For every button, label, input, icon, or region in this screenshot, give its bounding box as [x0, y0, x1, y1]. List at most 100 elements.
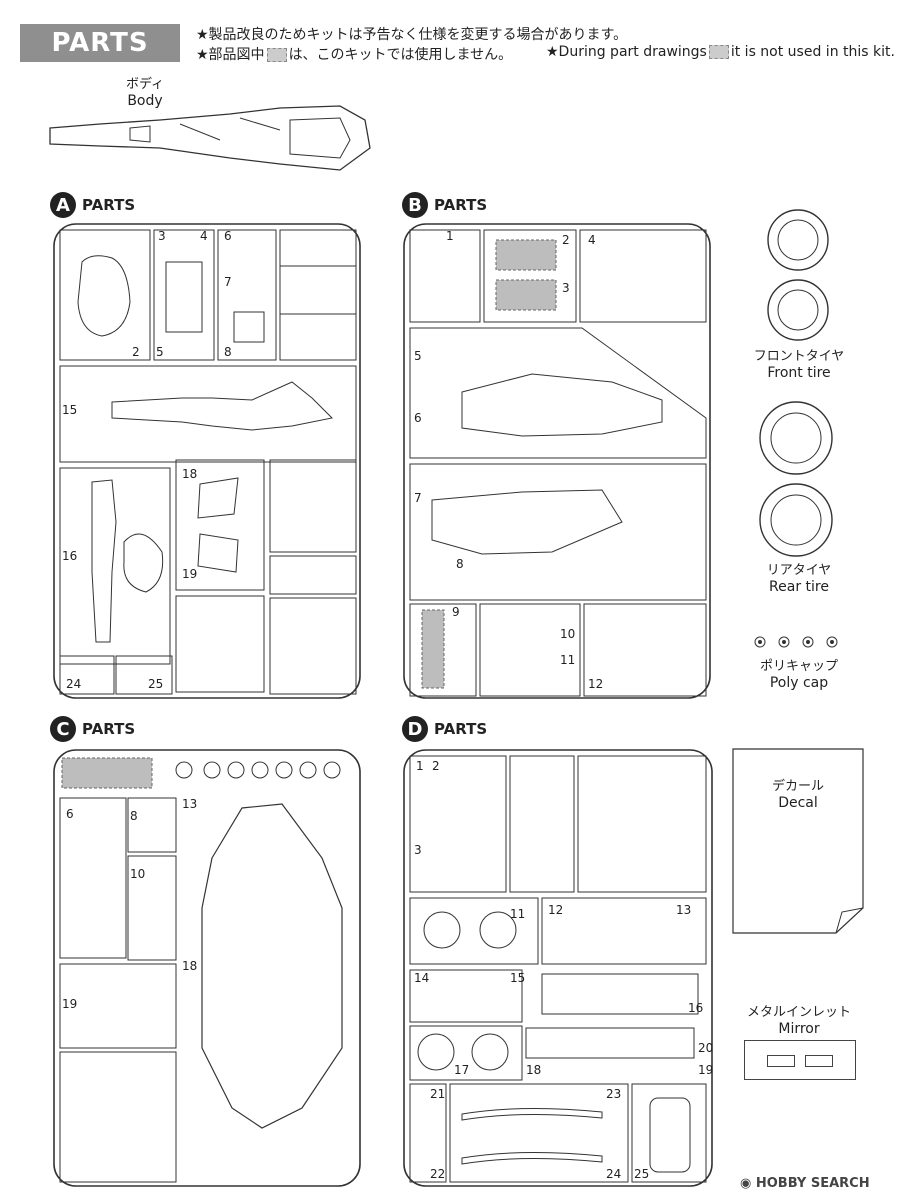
- part-d17: 17: [454, 1063, 469, 1077]
- rear-tire-en: Rear tire: [769, 579, 829, 595]
- part-a24: 24: [66, 677, 81, 691]
- part-b4: 4: [588, 233, 596, 247]
- polycap-en: Poly cap: [769, 675, 829, 691]
- mirror-piece-right: [805, 1055, 833, 1067]
- part-d15: 15: [510, 971, 525, 985]
- part-c19: 19: [62, 997, 77, 1011]
- section-a-title: A PARTS: [50, 192, 135, 218]
- part-a2: 2: [132, 345, 140, 359]
- part-c10: 10: [130, 867, 145, 881]
- polycap-jp: ポリキャップ: [759, 659, 838, 674]
- mirror-label: メタルインレット Mirror: [734, 1004, 864, 1038]
- part-d11: 11: [510, 907, 525, 921]
- part-d13: 13: [676, 903, 691, 917]
- section-b-label: PARTS: [434, 196, 488, 214]
- section-c-letter: C: [50, 716, 76, 742]
- part-a4: 4: [200, 229, 208, 243]
- note-unused-jp-b: は、このキットでは使用しません。: [288, 47, 513, 63]
- unused-swatch-icon: [266, 48, 287, 62]
- part-a5: 5: [156, 345, 164, 359]
- body-label-en: Body: [127, 93, 163, 109]
- part-d25: 25: [634, 1167, 649, 1181]
- part-c13: 13: [182, 797, 197, 811]
- part-d12: 12: [548, 903, 563, 917]
- front-tires: [767, 209, 829, 341]
- note-spec-change: ★製品改良のためキットは予告なく仕様を変更する場合があります。: [196, 27, 628, 43]
- part-c18: 18: [182, 959, 197, 973]
- front-tire-jp: フロントタイヤ: [753, 349, 845, 364]
- front-tire-label: フロントタイヤ Front tire: [744, 348, 854, 382]
- body-drawing: [49, 105, 371, 171]
- sprue-a: 2 3 4 5 6 7 8 15 16 18 19 24 25: [53, 223, 361, 699]
- watermark-text: HOBBY SEARCH: [755, 1176, 870, 1191]
- part-a8: 8: [224, 345, 232, 359]
- rear-tire-jp: リアタイヤ: [766, 563, 832, 578]
- decal-en: Decal: [778, 795, 818, 811]
- part-d16: 16: [688, 1001, 703, 1015]
- decal-label: デカール Decal: [748, 778, 848, 812]
- mirror-jp: メタルインレット: [746, 1005, 851, 1020]
- rear-tires: [759, 401, 833, 557]
- part-a25: 25: [148, 677, 163, 691]
- mirror-en: Mirror: [778, 1021, 820, 1037]
- note-unused-jp: ★部品図中 は、このキットでは使用しません。: [196, 44, 512, 64]
- part-d2: 2: [432, 759, 440, 773]
- part-d19: 19: [698, 1063, 713, 1077]
- part-b9: 9: [452, 605, 460, 619]
- section-b-letter: B: [402, 192, 428, 218]
- part-b6: 6: [414, 411, 422, 425]
- part-d22: 22: [430, 1167, 445, 1181]
- part-d18: 18: [526, 1063, 541, 1077]
- part-b7: 7: [414, 491, 422, 505]
- part-a16: 16: [62, 549, 77, 563]
- part-d23: 23: [606, 1087, 621, 1101]
- mirror-piece-left: [767, 1055, 795, 1067]
- section-a-label: PARTS: [82, 196, 136, 214]
- section-d-letter: D: [402, 716, 428, 742]
- note-unused-jp-a: ★部品図中: [196, 47, 265, 63]
- note-unused-en: ★During part drawings it is not used in t…: [546, 44, 895, 60]
- sprue-c: 6 8 10 19 13 18: [53, 749, 361, 1187]
- part-d20: 20: [698, 1041, 713, 1055]
- part-b1: 1: [446, 229, 454, 243]
- polycap-drawing: [754, 636, 838, 648]
- part-c6: 6: [66, 807, 74, 821]
- decal-jp: デカール: [771, 779, 824, 794]
- watermark-logo-icon: ◉: [740, 1176, 756, 1191]
- decal-sheet: [732, 748, 864, 934]
- watermark: ◉ HOBBY SEARCH: [740, 1176, 870, 1191]
- body-label-jp: ボディ: [125, 77, 165, 92]
- part-d1: 1: [416, 759, 424, 773]
- section-b-title: B PARTS: [402, 192, 487, 218]
- part-b12: 12: [588, 677, 603, 691]
- part-d14: 14: [414, 971, 429, 985]
- part-d24: 24: [606, 1167, 621, 1181]
- note-unused-en-b: it is not used in this kit.: [730, 44, 895, 60]
- part-b5: 5: [414, 349, 422, 363]
- sprue-d: 1 2 3 11 12 13 14 15 16 17 18 19 20 21 2…: [403, 749, 713, 1187]
- section-a-letter: A: [50, 192, 76, 218]
- note-unused-en-a: ★During part drawings: [546, 44, 707, 60]
- section-c-label: PARTS: [82, 720, 136, 738]
- rear-tire-label: リアタイヤ Rear tire: [744, 562, 854, 596]
- part-b2: 2: [562, 233, 570, 247]
- body-label: ボディ Body: [110, 76, 180, 110]
- part-d21: 21: [430, 1087, 445, 1101]
- parts-banner: PARTS: [20, 24, 180, 62]
- part-c8: 8: [130, 809, 138, 823]
- part-a3: 3: [158, 229, 166, 243]
- part-b10: 10: [560, 627, 575, 641]
- unused-swatch-icon: [708, 45, 729, 59]
- section-d-title: D PARTS: [402, 716, 487, 742]
- part-a6: 6: [224, 229, 232, 243]
- section-d-label: PARTS: [434, 720, 488, 738]
- front-tire-en: Front tire: [767, 365, 831, 381]
- part-b11: 11: [560, 653, 575, 667]
- part-d3: 3: [414, 843, 422, 857]
- part-a7: 7: [224, 275, 232, 289]
- part-a15: 15: [62, 403, 77, 417]
- polycap-label: ポリキャップ Poly cap: [744, 658, 854, 692]
- mirror-sheet: [744, 1040, 856, 1080]
- part-b8: 8: [456, 557, 464, 571]
- part-b3: 3: [562, 281, 570, 295]
